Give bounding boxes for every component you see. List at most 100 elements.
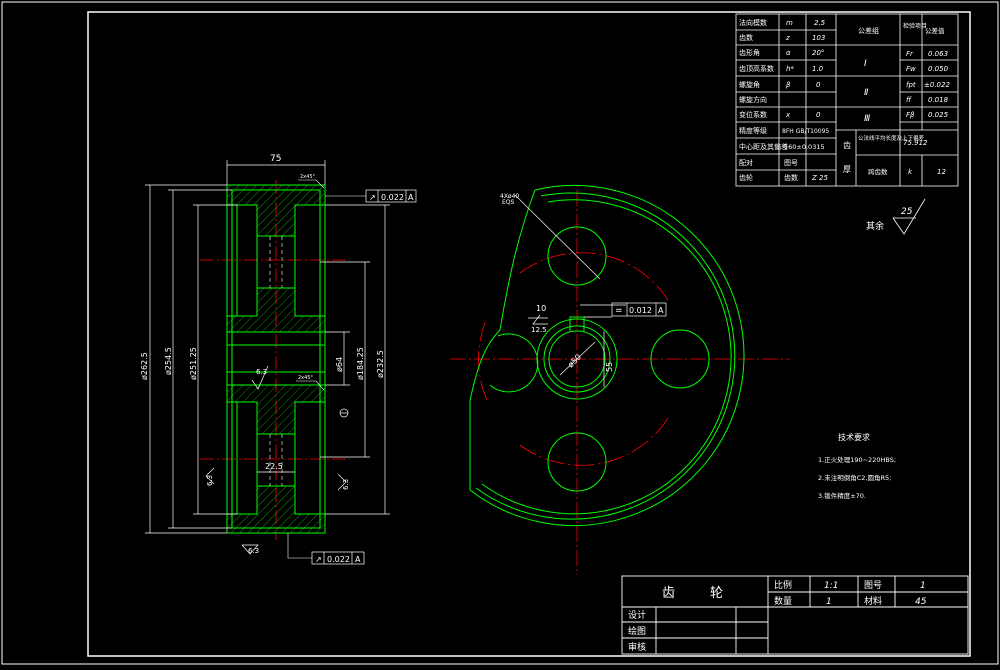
param-val-8: 160±0.0315 [784, 143, 825, 151]
drawing-no: 1 [920, 581, 926, 591]
roughness-4: 6.3 [248, 547, 259, 555]
tech-note-3: 3.锻件精度±70. [818, 491, 866, 500]
left-label-a: 齿 [843, 141, 851, 150]
tol-top-val: 0.022 [381, 193, 404, 202]
hub-dim: 22.5 [265, 462, 283, 471]
keyway-depth: 55 [605, 362, 614, 372]
param-val-7: 8FH GB/T10095 [782, 128, 829, 135]
roughness-3: 6.3 [342, 479, 350, 490]
parameter-table [735, 13, 959, 187]
tol-header: 公差值 [925, 26, 945, 35]
roughness-2: 6.3 [206, 475, 214, 486]
chamfer-mid: 2x45° [298, 375, 314, 381]
param-name-6: 变位系数 [739, 110, 767, 119]
tech-note-2: 2.未注明倒角C2,圆角R5; [818, 473, 891, 482]
roughness-1: 6.3 [256, 368, 267, 376]
group-3: Ⅲ [864, 114, 870, 124]
check-sym-2: fpt [906, 81, 916, 89]
qty-value: 1 [826, 597, 832, 607]
param-name-5: 螺旋方向 [739, 95, 767, 104]
title-block [621, 575, 969, 655]
param-sym-3: h* [786, 65, 794, 73]
keyway-tol-val: 0.012 [629, 306, 652, 315]
tol-bottom-datum: A [355, 555, 361, 564]
param-name-4: 螺旋角 [739, 80, 760, 89]
designer-label: 设计 [628, 609, 646, 621]
section-centerlines [200, 180, 350, 540]
check-val-0: 0.063 [928, 50, 948, 58]
param-name-8: 中心距及其偏差 [739, 142, 788, 151]
scale-label: 比例 [774, 579, 792, 591]
keyway-symmetry-tol: = 0.012 A [611, 302, 667, 317]
scale-value: 1:1 [824, 581, 838, 591]
dim-251: ø251.25 [189, 347, 198, 380]
bore-dim: ø50 [566, 352, 583, 369]
part-name-b: 轮 [710, 586, 723, 601]
part-name-a: 齿 [662, 586, 675, 601]
title-block-text: 齿 轮 比例 1:1 图号 1 数量 1 材料 45 设计 绘图 审核 [628, 579, 927, 653]
check-sym-4: Fβ [906, 111, 915, 119]
check-val-3: 0.018 [928, 96, 949, 104]
check-sym-3: ff [906, 96, 912, 104]
runout-tol-bottom: ↗ 0.022 A [287, 533, 365, 565]
group-header: 公差组 [858, 26, 879, 35]
qty-label: 数量 [774, 595, 792, 607]
check-header: 检验项目 [903, 22, 927, 30]
tol-bottom-val: 0.022 [327, 555, 350, 564]
span-count-label: 跨齿数 [868, 167, 888, 176]
section-dimensions [145, 160, 390, 534]
span-label: 公法线平均长度及上下偏差 [858, 134, 925, 142]
dim-184: ø184.25 [356, 347, 365, 380]
hub-bore [536, 316, 618, 400]
tech-notes-title: 技术要求 [838, 432, 870, 442]
roughness-other-label: 其余 [866, 220, 884, 232]
technical-requirements: 技术要求 1.正火处理190~220HBS; 2.未注明倒角C2,圆角R5; 3… [818, 432, 896, 500]
dim-254: ø254.5 [164, 347, 173, 375]
roughness-other-value: 25 [901, 207, 913, 217]
drawing-no-label: 图号 [864, 580, 882, 591]
tol-top-sym: ↗ [369, 193, 376, 202]
front-dimensions [514, 194, 626, 387]
hole-ref: EQS [502, 199, 515, 206]
material-value: 45 [915, 597, 927, 607]
front-view: 4Xø40 EQS 10 55 ø50 12.5 = 0.012 A [450, 185, 790, 575]
tol-top-datum: A [408, 193, 414, 202]
width-dim: 75 [270, 154, 281, 164]
param-val-0: 2.5 [814, 19, 826, 27]
group-1: Ⅰ [864, 59, 867, 69]
section-view: 75 ø262.5 ø254.5 ø251.25 ø64 ø184.25 ø23… [140, 154, 417, 565]
parameter-table-text: 法向模数 齿数 齿形角 齿顶高系数 螺旋角 螺旋方向 变位系数 精度等级 中心距… [739, 18, 950, 182]
roughness-other: 其余 25 [866, 198, 926, 235]
param-name-9: 配对 [739, 158, 753, 167]
span-n: 12 [937, 168, 946, 176]
material-label: 材料 [864, 595, 882, 607]
param-sym-4: β [786, 81, 791, 89]
dim-232: ø232.5 [376, 350, 385, 378]
tech-note-1: 1.正火处理190~220HBS; [818, 455, 896, 464]
param-val-3: 1.0 [812, 65, 824, 73]
param-val-6: 0 [816, 111, 821, 119]
lightening-holes [489, 226, 710, 492]
param-name-2: 齿形角 [739, 48, 760, 57]
dim-od-262: ø262.5 [140, 352, 149, 380]
roughness-front-icon [532, 314, 548, 325]
param-name-10: 齿轮 [739, 173, 753, 182]
reviewer-label: 审核 [628, 641, 646, 653]
check-sym-1: Fw [906, 65, 916, 73]
check-val-1: 0.050 [928, 65, 949, 73]
gear-outline [469, 185, 745, 526]
drafter-label: 绘图 [628, 625, 646, 637]
param-name-3: 齿顶高系数 [739, 64, 774, 73]
param-sym-10: 齿数 [784, 173, 798, 182]
roughness-symbol-icon [892, 198, 926, 235]
hole-dim: 4Xø40 [500, 193, 519, 200]
param-val-1: 103 [812, 34, 825, 42]
param-name-0: 法向模数 [739, 18, 767, 27]
span-value: 75.912 [903, 139, 928, 147]
inner-frame [87, 11, 971, 657]
param-sym-2: α [786, 49, 791, 57]
keyway-tol-datum: A [658, 306, 664, 315]
